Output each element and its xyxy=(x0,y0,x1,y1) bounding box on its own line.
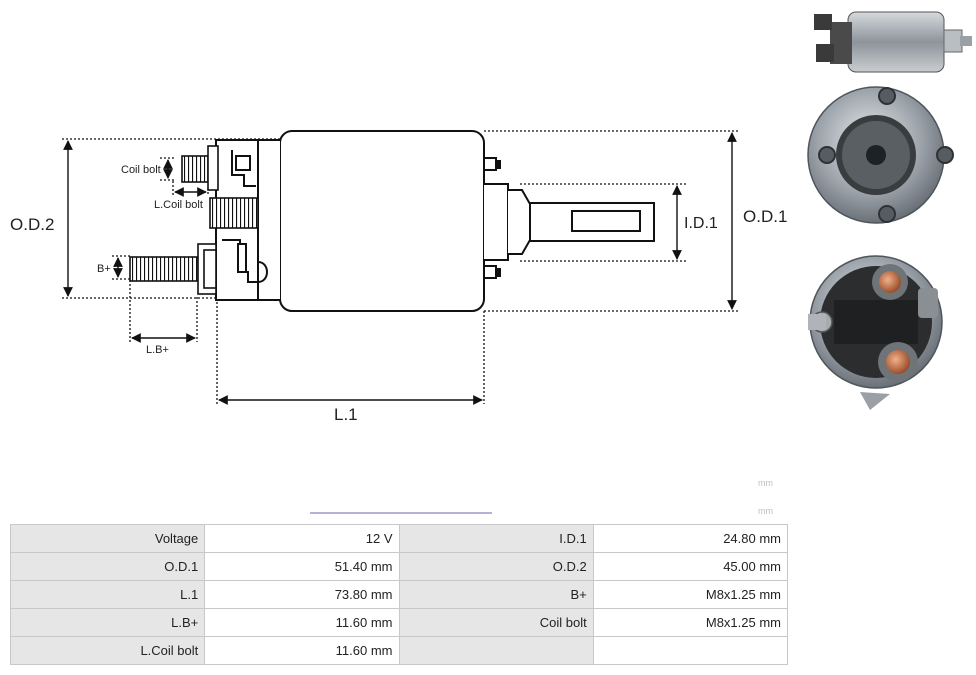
spec-value: M8x1.25 mm xyxy=(592,580,789,609)
ghost-text-1: mm xyxy=(758,478,773,488)
spec-key: Voltage xyxy=(9,524,206,553)
product-photos xyxy=(807,11,972,410)
ghost-text-2: mm xyxy=(758,506,773,516)
spec-key: I.D.1 xyxy=(398,524,594,553)
spec-value: 51.40 mm xyxy=(204,552,400,581)
l-coil-bolt-label: L.Coil bolt xyxy=(154,199,203,211)
spec-value: 12 V xyxy=(204,524,400,553)
faint-line xyxy=(310,512,492,514)
id1-label: I.D.1 xyxy=(684,215,718,232)
od2-label: O.D.2 xyxy=(10,215,54,234)
dimension-arrows xyxy=(63,132,737,405)
spec-value: 24.80 mm xyxy=(592,524,789,553)
spec-value: 45.00 mm xyxy=(592,552,789,581)
spec-key: O.D.1 xyxy=(9,552,206,581)
terminal-view-photo xyxy=(808,255,943,410)
spec-key: B+ xyxy=(398,580,594,609)
spec-value-empty xyxy=(592,636,789,665)
spec-value: M8x1.25 mm xyxy=(592,608,789,637)
spec-key: O.D.2 xyxy=(398,552,594,581)
b-plus-label: B+ xyxy=(97,263,111,275)
coil-bolt-drawing xyxy=(181,145,259,229)
solenoid-technical-drawing: O.D.2 O.D.1 I.D.1 L.1 Coil bolt L.Coil b… xyxy=(10,130,787,424)
spec-key: L.Coil bolt xyxy=(9,636,206,665)
table-row: L.Coil bolt 11.60 mm xyxy=(9,636,789,665)
front-view-photo xyxy=(807,86,954,224)
table-row: L.1 73.80 mm B+ M8x1.25 mm xyxy=(9,580,789,609)
l-b-plus-label: L.B+ xyxy=(146,344,169,356)
spec-key: L.B+ xyxy=(9,608,206,637)
coil-bolt-label: Coil bolt xyxy=(121,164,161,176)
table-row: L.B+ 11.60 mm Coil bolt M8x1.25 mm xyxy=(9,608,789,637)
spec-key-empty xyxy=(398,636,594,665)
side-view-photo xyxy=(814,11,972,73)
spec-value: 73.80 mm xyxy=(204,580,400,609)
l1-label: L.1 xyxy=(334,405,358,424)
spec-key: Coil bolt xyxy=(398,608,594,637)
table-row: Voltage 12 V I.D.1 24.80 mm xyxy=(9,524,789,553)
table-row: O.D.1 51.40 mm O.D.2 45.00 mm xyxy=(9,552,789,581)
specs-table: Voltage 12 V I.D.1 24.80 mm O.D.1 51.40 … xyxy=(9,524,789,665)
b-plus-bolt-drawing xyxy=(129,243,217,295)
spec-value: 11.60 mm xyxy=(204,636,400,665)
spec-value: 11.60 mm xyxy=(204,608,400,637)
od1-label: O.D.1 xyxy=(743,207,787,226)
spec-key: L.1 xyxy=(9,580,206,609)
solenoid-body xyxy=(215,130,655,312)
